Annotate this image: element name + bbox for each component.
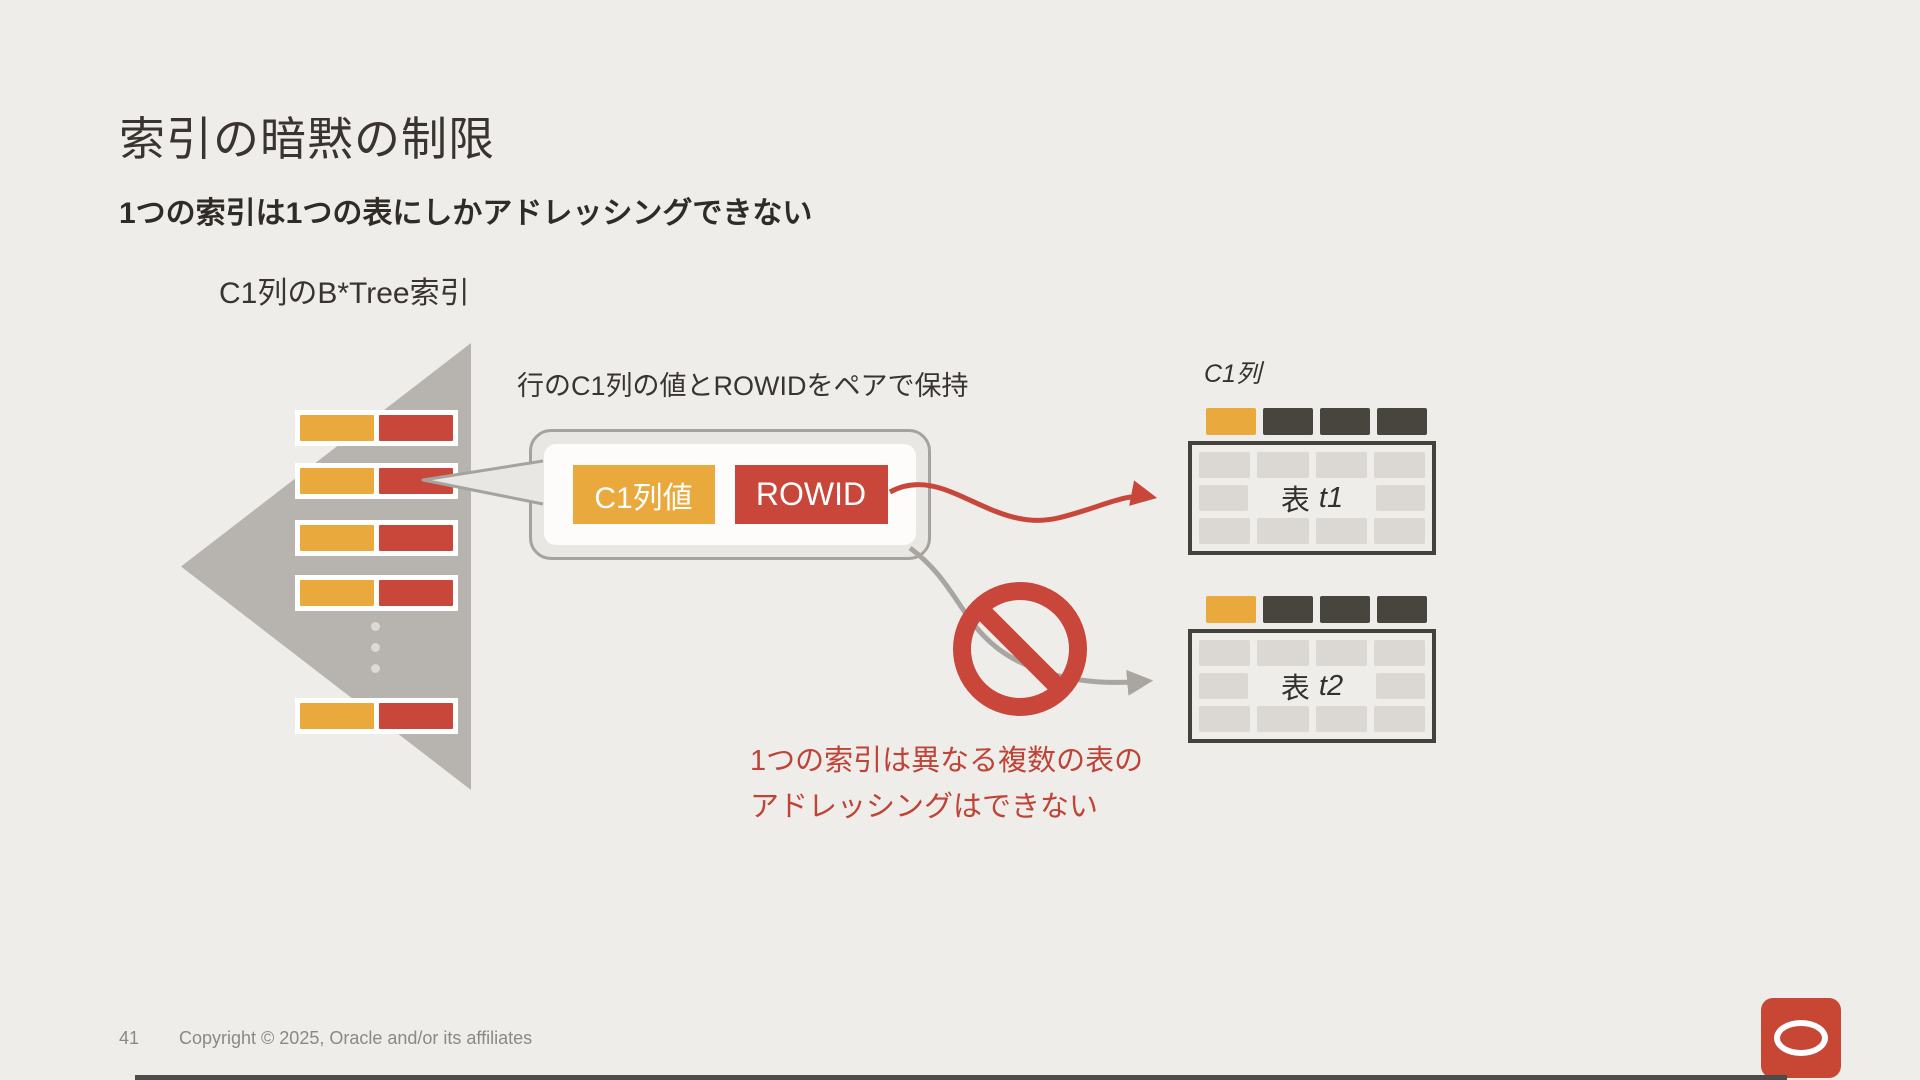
index-entry-row: [295, 520, 458, 556]
table-cell: [1373, 452, 1425, 478]
bottom-edge-bar: [135, 1075, 1787, 1080]
t1-c1-header-cell: [1206, 408, 1256, 435]
table-cell: [1315, 452, 1367, 478]
table-t2-label-kanji: 表: [1280, 673, 1310, 705]
table-cell: [1373, 518, 1425, 544]
c1-value-box: C1列値: [572, 465, 715, 524]
table-t2-header: [1206, 596, 1427, 623]
table-row: [1199, 706, 1425, 732]
t2-header-cell: [1263, 596, 1313, 623]
index-key-cell: [300, 580, 374, 606]
prohibition-icon: [953, 582, 1087, 716]
table-cell: [1257, 640, 1309, 666]
table-cell: [1199, 452, 1251, 478]
index-rowid-cell: [379, 525, 453, 551]
index-rowid-cell: [379, 415, 453, 441]
table-t1-label-id: t1: [1318, 481, 1344, 514]
table-cell: [1257, 706, 1309, 732]
ellipsis-dots-icon: [371, 622, 380, 673]
index-entry-row: [295, 463, 458, 499]
table-cell: [1199, 706, 1251, 732]
table-cell: [1315, 640, 1367, 666]
table-t2-label-id: t2: [1318, 669, 1344, 702]
table-cell: [1373, 640, 1425, 666]
table-cell: [1199, 673, 1249, 699]
table-cell: [1199, 640, 1251, 666]
table-cell: [1373, 706, 1425, 732]
rowid-box: ROWID: [734, 465, 888, 524]
table-row: [1199, 452, 1425, 478]
page-number: 41: [119, 1028, 140, 1048]
table-cell: [1199, 518, 1251, 544]
copyright-text: Copyright © 2025, Oracle and/or its affi…: [179, 1028, 533, 1048]
t1-header-cell: [1377, 408, 1427, 435]
table-cell: [1257, 518, 1309, 544]
t1-header-cell: [1263, 408, 1313, 435]
table-t1-label-kanji: 表: [1280, 485, 1310, 517]
table-row: [1199, 640, 1425, 666]
table-cell: [1375, 673, 1425, 699]
warning-text: 1つの索引は異なる複数の表の アドレッシングはできない: [750, 738, 1143, 830]
t2-header-cell: [1377, 596, 1427, 623]
index-key-cell: [300, 703, 374, 729]
index-rowid-cell: [379, 703, 453, 729]
table-cell: [1375, 485, 1425, 511]
oracle-logo: [1761, 998, 1841, 1078]
table-cell: [1257, 452, 1309, 478]
index-key-cell: [300, 468, 374, 494]
table-cell: [1315, 706, 1367, 732]
c1-column-label: C1列: [1204, 360, 1261, 388]
index-entry-row: [295, 698, 458, 734]
t2-c1-header-cell: [1206, 596, 1256, 623]
index-rowid-cell: [379, 468, 453, 494]
index-entry-row: [295, 410, 458, 446]
warning-line-1: 1つの索引は異なる複数の表の: [750, 745, 1144, 777]
table-row: [1199, 518, 1425, 544]
t1-header-cell: [1320, 408, 1370, 435]
index-entry-row: [295, 575, 458, 611]
index-entry-callout: C1列値 ROWID: [529, 429, 931, 560]
slide-subtitle: 1つの索引は1つの表にしかアドレッシングできない: [119, 196, 813, 230]
t2-header-cell: [1320, 596, 1370, 623]
table-t1-header: [1206, 408, 1427, 435]
warning-line-2: アドレッシングはできない: [750, 791, 1099, 823]
index-entry-detail: C1列値 ROWID: [544, 444, 916, 545]
pair-caption: 行のC1列の値とROWIDをペアで保持: [517, 371, 969, 401]
oracle-logo-ring: [1774, 1020, 1828, 1056]
rowid-to-t2-arrow: [908, 545, 1154, 696]
table-cell: [1199, 485, 1249, 511]
index-key-cell: [300, 415, 374, 441]
index-key-cell: [300, 525, 374, 551]
slide-title: 索引の暗黙の制限: [119, 112, 495, 165]
btree-index-label: C1列のB*Tree索引: [219, 277, 470, 310]
table-cell: [1315, 518, 1367, 544]
index-rowid-cell: [379, 580, 453, 606]
